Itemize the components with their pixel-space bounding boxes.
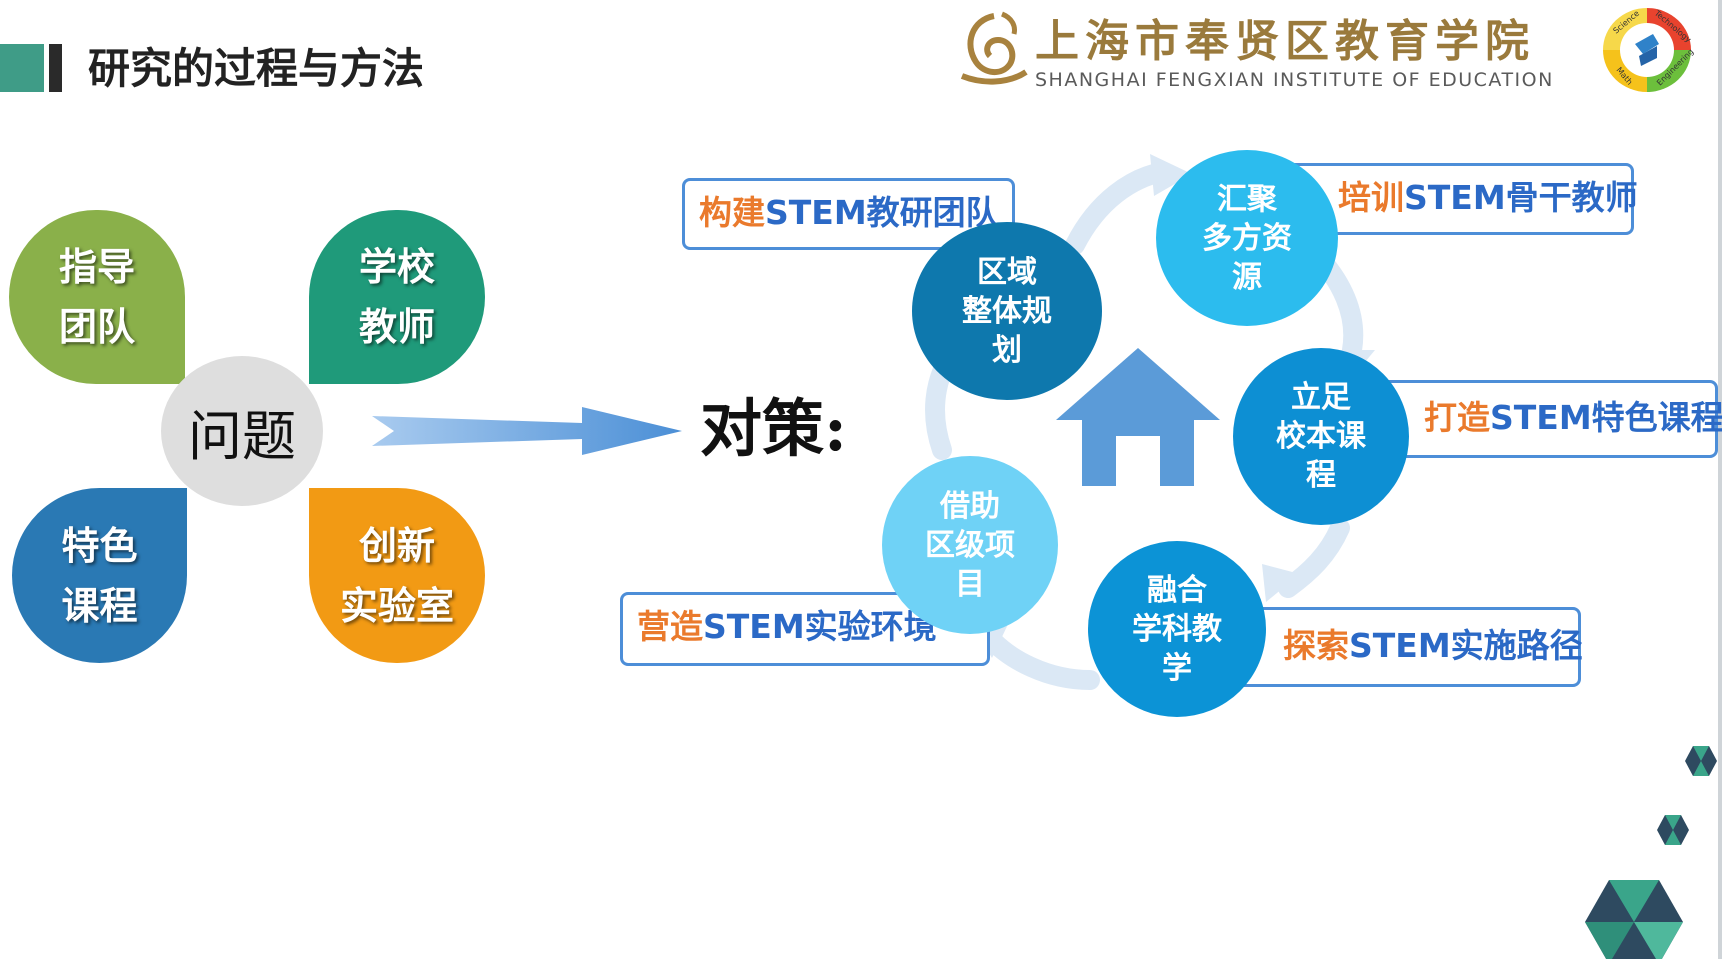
decor-hexagon-small-1 <box>1685 746 1717 776</box>
decor-hexagon-large <box>1585 880 1683 959</box>
institute-name-en: SHANGHAI FENGXIAN INSTITUTE OF EDUCATION <box>1035 69 1554 91</box>
cycle-node-gather-resources: 汇聚 多方资 源 <box>1156 150 1338 326</box>
action-label-lab-environment: 营造STEM实验环境 <box>620 592 990 666</box>
page-title: 研究的过程与方法 <box>88 44 425 93</box>
petal-innovation-lab: 创新 实验室 <box>309 488 485 663</box>
action-label-explore-path: 探索STEM实施路径 <box>1215 607 1583 687</box>
problem-center: 问题 <box>161 356 323 506</box>
stem-badge-icon: Science Technology Math Engineering <box>1603 8 1695 92</box>
cycle-node-district-projects: 借助 区级项 目 <box>882 456 1058 634</box>
cycle-node-school-curriculum: 立足 校本课 程 <box>1233 348 1409 525</box>
problem-to-strategy-arrow <box>372 407 682 455</box>
strategy-label: 对策: <box>700 392 847 465</box>
cycle-node-regional-planning: 区域 整体规 划 <box>912 222 1102 400</box>
header-dark-bar <box>49 44 62 92</box>
cycle-node-integrate-disciplines: 融合 学科教 学 <box>1088 541 1266 717</box>
institute-logo-icon <box>960 11 1028 85</box>
header-accent-bar <box>0 44 44 92</box>
petal-guidance-team: 指导 团队 <box>9 210 185 384</box>
petal-school-teachers: 学校 教师 <box>309 210 485 384</box>
petal-featured-courses: 特色 课程 <box>12 488 187 663</box>
action-label-create-courses: 打造STEM特色课程 <box>1375 380 1722 458</box>
institute-name-cn: 上海市奉贤区教育学院 <box>1035 16 1535 67</box>
decor-hexagon-small-2 <box>1657 815 1689 845</box>
right-edge-strip <box>1718 0 1722 959</box>
house-icon <box>1056 348 1220 486</box>
